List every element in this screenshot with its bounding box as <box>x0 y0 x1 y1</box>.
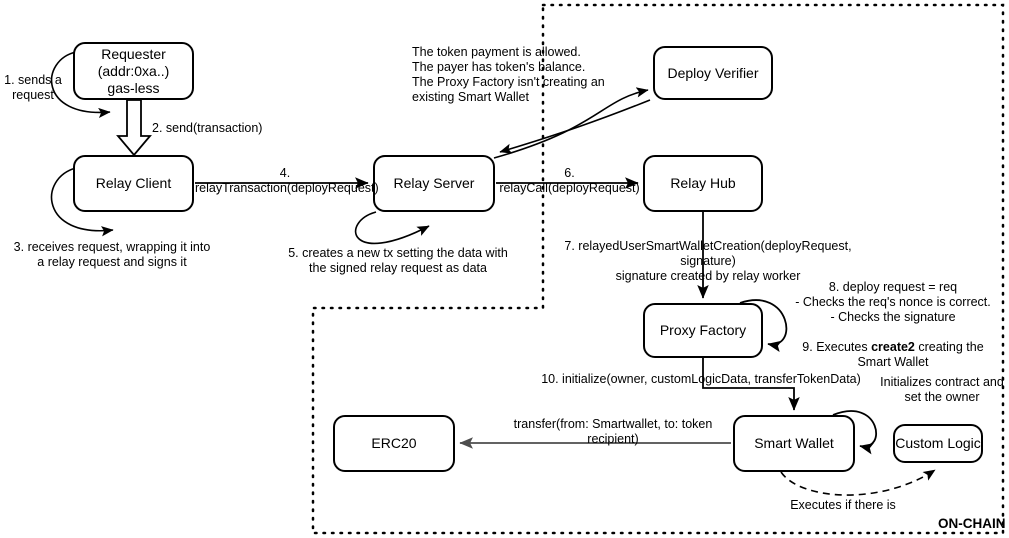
arrow-deploy-verifier-to-relay-server <box>499 99 651 154</box>
arrow-smart-wallet-to-custom-logic <box>780 469 936 496</box>
label-transfer-note: transfer(from: Smartwallet, to: token re… <box>513 417 713 446</box>
label-step-1: 1. sends a request <box>4 73 62 102</box>
arrow-relay-server-self <box>354 211 430 245</box>
on-chain-label: ON-CHAIN <box>938 516 1006 531</box>
node-proxy-factory[interactable]: Proxy Factory <box>643 303 763 358</box>
node-erc20[interactable]: ERC20 <box>333 415 455 472</box>
label-step-9-keyword: create2 <box>871 340 915 354</box>
node-relay-client[interactable]: Relay Client <box>73 155 194 212</box>
label-deploy-verifier-note: The token payment is allowed. The payer … <box>412 45 605 104</box>
label-step-4: 4. relayTransaction(deployRequest) <box>195 166 379 195</box>
node-custom-logic[interactable]: Custom Logic <box>893 424 983 463</box>
node-requester[interactable]: Requester (addr:0xa..) gas-less <box>73 42 194 100</box>
node-deploy-verifier[interactable]: Deploy Verifier <box>653 46 773 100</box>
label-step-6: 6. relayCall(deployRequest) <box>499 166 640 195</box>
label-step-9-prefix: 9. Executes <box>802 340 872 354</box>
node-smart-wallet[interactable]: Smart Wallet <box>733 415 855 472</box>
label-step-8: 8. deploy request = req - Checks the req… <box>795 280 991 324</box>
label-step-3: 3. receives request, wrapping it into a … <box>13 240 211 269</box>
label-step-9: 9. Executes create2 creating the Smart W… <box>783 325 1003 370</box>
label-executes-note: Executes if there is <box>790 498 896 512</box>
label-initializes-note: Initializes contract and set the owner <box>880 375 1004 404</box>
arrow-requester-to-relay-client <box>116 99 152 157</box>
label-step-10: 10. initialize(owner, customLogicData, t… <box>541 372 861 386</box>
label-step-7: 7. relayedUserSmartWalletCreation(deploy… <box>564 239 852 283</box>
label-step-2: 2. send(transaction) <box>152 121 263 135</box>
node-relay-hub[interactable]: Relay Hub <box>643 155 763 212</box>
node-relay-server[interactable]: Relay Server <box>373 155 495 212</box>
label-step-5: 5. creates a new tx setting the data wit… <box>288 246 508 275</box>
